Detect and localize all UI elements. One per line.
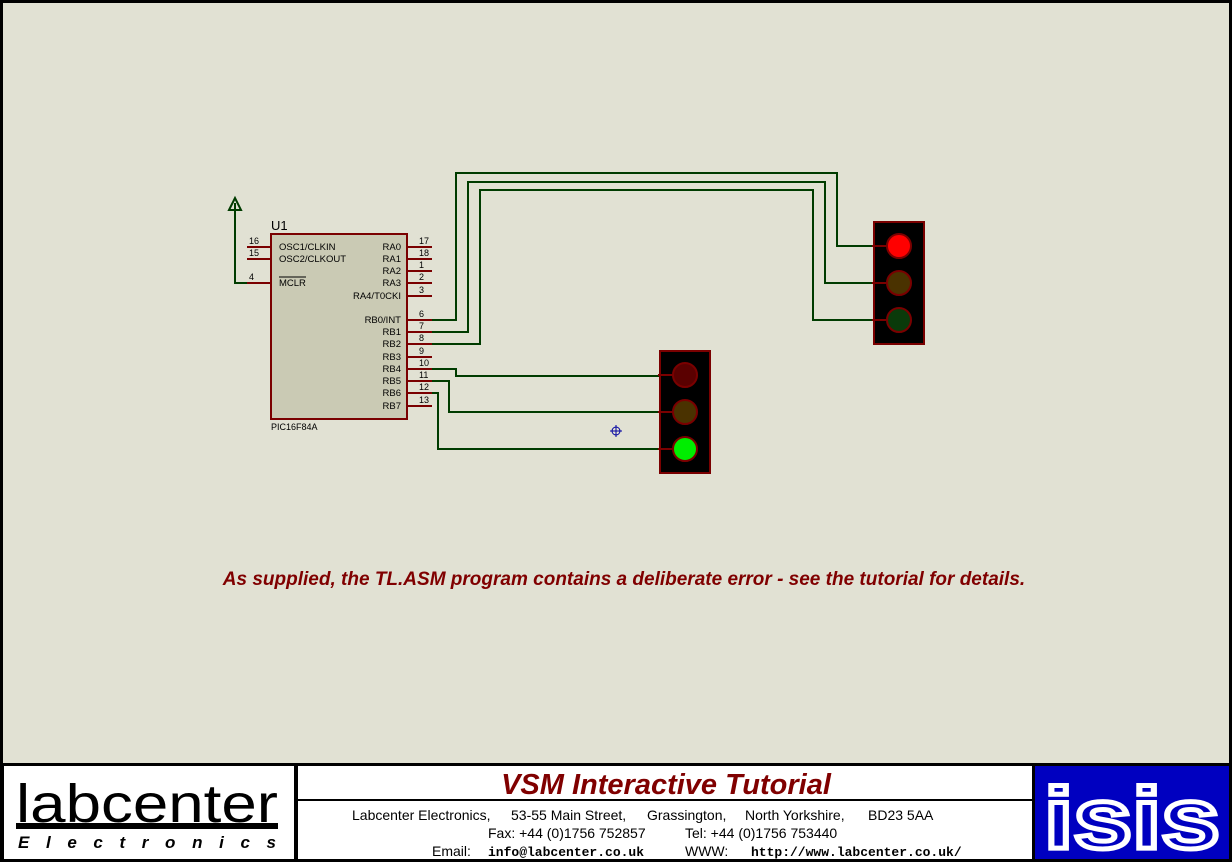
- tutorial-title: VSM Interactive Tutorial: [501, 769, 832, 801]
- fax-number: Fax: +44 (0)1756 752857: [488, 825, 646, 841]
- traffic-light-lower[interactable]: [658, 350, 711, 474]
- address-county: North Yorkshire,: [745, 807, 845, 823]
- pin-label-rb6: RB6: [383, 388, 401, 399]
- traffic-light-upper-lamp-green: [886, 307, 912, 333]
- pin-label-rb2: RB2: [383, 339, 401, 350]
- traffic-light-upper-lamp-amber: [886, 270, 912, 296]
- pin-label-ra0: RA0: [383, 242, 401, 253]
- pin-label-rb7: RB7: [383, 401, 401, 412]
- pin-label-rb4: RB4: [383, 364, 401, 375]
- pin-number-16: 16: [249, 236, 259, 246]
- pin-label-ra4-t0cki: RA4/T0CKI: [353, 291, 401, 302]
- pin-label-rb0-int: RB0/INT: [365, 315, 402, 326]
- wire-rb5[interactable]: [432, 392, 660, 450]
- pin-number-3: 3: [419, 285, 424, 295]
- pin-number-9: 9: [419, 346, 424, 356]
- pin-number-13: 13: [419, 395, 429, 405]
- address-town: Grassington,: [647, 807, 726, 823]
- tel-number: Tel: +44 (0)1756 753440: [685, 825, 837, 841]
- pin-number-12: 12: [419, 382, 429, 392]
- pin-label-osc2-clkout: OSC2/CLKOUT: [279, 254, 346, 265]
- pin-number-18: 18: [419, 248, 429, 258]
- labcenter-logo-subtitle: E l e c t r o n i c s: [18, 833, 276, 852]
- traffic-light-lower-lamp-amber: [672, 399, 698, 425]
- chip-part-name: PIC16F84A: [271, 422, 318, 432]
- wires: [234, 172, 874, 450]
- pin-number-11: 11: [419, 370, 428, 380]
- address-postcode: BD23 5AA: [868, 807, 934, 823]
- pin-label-rb5: RB5: [383, 376, 401, 387]
- pin-number-6: 6: [419, 309, 424, 319]
- pin-label-mclr: MCLR: [279, 278, 306, 289]
- pin-number-4: 4: [249, 272, 254, 282]
- pin-number-17: 17: [419, 236, 429, 246]
- title-panel: [298, 766, 1032, 859]
- traffic-light-upper[interactable]: [872, 221, 925, 345]
- pin-number-10: 10: [419, 358, 429, 368]
- pin-number-2: 2: [419, 272, 424, 282]
- wire-rb2[interactable]: [432, 189, 874, 345]
- address-name: Labcenter Electronics,: [352, 807, 491, 823]
- chip-designator: U1: [271, 218, 288, 233]
- crosshair-marker: [610, 425, 622, 437]
- wire-rb0[interactable]: [432, 172, 874, 321]
- pin-number-15: 15: [249, 248, 259, 258]
- pin-label-rb1: RB1: [383, 327, 401, 338]
- pin-label-ra2: RA2: [383, 266, 401, 277]
- isis-logo-panel: [1035, 766, 1229, 859]
- power-terminal[interactable]: [227, 195, 243, 211]
- traffic-light-lower-lamp-green: [672, 436, 698, 462]
- wire-rb4[interactable]: [432, 380, 660, 413]
- wire-rb3[interactable]: [432, 368, 660, 377]
- title-block: labcenter E l e c t r o n i c s VSM Inte…: [0, 763, 1232, 862]
- labcenter-logo-panel: [4, 766, 294, 859]
- traffic-light-lower-lamp-red: [672, 362, 698, 388]
- address-street: 53-55 Main Street,: [511, 807, 626, 823]
- www-label: WWW:: [685, 843, 728, 859]
- sheet-background: [3, 3, 1229, 763]
- isis-logo-word: isis: [1044, 771, 1220, 862]
- tutorial-note: As supplied, the TL.ASM program contains…: [222, 569, 1025, 590]
- traffic-light-upper-lamp-red: [886, 233, 912, 259]
- pin-number-7: 7: [419, 321, 424, 331]
- pin-label-osc1-clkin: OSC1/CLKIN: [279, 242, 336, 253]
- wire-mclr-power[interactable]: [234, 210, 247, 284]
- pin-label-ra3: RA3: [383, 278, 401, 289]
- pin-number-8: 8: [419, 333, 424, 343]
- chip-body[interactable]: [270, 233, 408, 420]
- email-link[interactable]: info@labcenter.co.uk: [488, 845, 644, 860]
- pin-label-rb3: RB3: [383, 352, 401, 363]
- email-label: Email:: [432, 843, 471, 859]
- pic16f84a-chip[interactable]: U1 PIC16F84A 16OSC1/CLKIN15OSC2/CLKOUT4M…: [247, 218, 432, 432]
- pin-number-1: 1: [419, 260, 424, 270]
- wire-rb1[interactable]: [432, 181, 874, 333]
- www-link[interactable]: http://www.labcenter.co.uk/: [751, 845, 962, 860]
- logo-underline: [16, 823, 278, 829]
- pin-label-ra1: RA1: [383, 254, 401, 265]
